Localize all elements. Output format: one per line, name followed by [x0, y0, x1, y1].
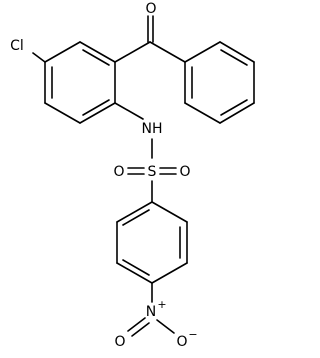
double-bond-inner — [122, 209, 150, 226]
bond-n-o-left-double — [131, 322, 150, 337]
bond-carbonyl-phenyl — [149, 41, 186, 63]
nitrophenyl-ring — [116, 201, 188, 284]
bond — [116, 201, 153, 223]
carbonyl-oxygen-label: O — [145, 1, 156, 17]
sulfonyl-oxygen-left-label: O — [113, 164, 124, 180]
bond-c-cl — [32, 52, 46, 63]
double-bond-inner — [82, 49, 110, 66]
phenyl-ring — [184, 41, 255, 124]
nitro-oxygen-charge: − — [188, 328, 197, 341]
nitro-nitrogen-label: N — [146, 304, 156, 320]
bond — [116, 262, 153, 284]
bond — [79, 102, 116, 124]
bond — [151, 201, 188, 223]
bond-n-o-left — [127, 317, 146, 332]
nitro-oxygen-right-label: O — [176, 334, 187, 350]
nitro-nitrogen-charge: + — [157, 298, 166, 311]
bond — [184, 41, 221, 63]
bond — [44, 102, 81, 124]
sulfur-label: S — [148, 164, 157, 180]
nitro-oxygen-left-label: O — [114, 334, 125, 350]
chemical-structure: Cl O NH S O O — [10, 1, 255, 350]
chloroaniline-ring — [44, 41, 116, 124]
amide-nitrogen-label: NH — [142, 121, 163, 137]
chlorine-label: Cl — [10, 38, 24, 54]
bond — [44, 41, 81, 63]
bond — [219, 41, 255, 63]
bond-ring-carbonyl — [114, 41, 151, 63]
bond-n-o-right — [156, 319, 175, 334]
bond — [184, 102, 221, 124]
sulfonyl-oxygen-right-label: O — [179, 164, 190, 180]
double-bond-inner — [220, 49, 248, 66]
bond — [151, 262, 188, 284]
bond — [79, 41, 116, 63]
double-bond-inner — [122, 259, 150, 276]
bond-ring-nh — [114, 102, 144, 120]
double-bond-inner — [220, 99, 248, 116]
bond — [219, 102, 255, 124]
double-bond-inner — [82, 99, 110, 116]
